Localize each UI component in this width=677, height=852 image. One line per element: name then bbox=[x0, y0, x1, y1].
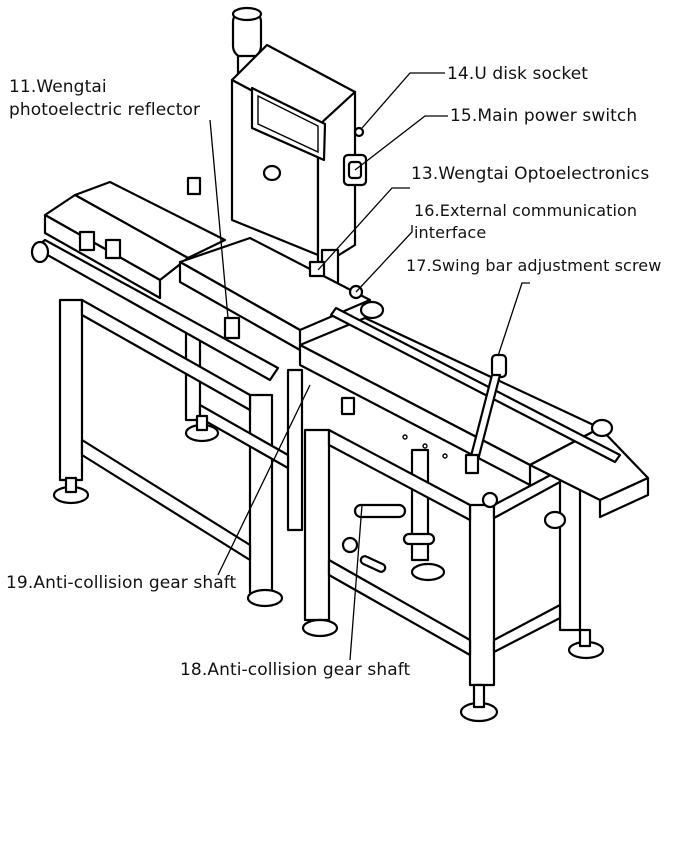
control-cabinet bbox=[230, 6, 368, 312]
label-15: 15.Main power switch bbox=[450, 106, 638, 126]
conveyor-belts bbox=[30, 180, 650, 530]
label-18: 18.Anti-collision gear shaft bbox=[180, 660, 411, 680]
label-11-line2: photoelectric reflector bbox=[9, 100, 201, 120]
label-14: 14.U disk socket bbox=[447, 64, 589, 84]
label-16-line2: interface bbox=[414, 223, 487, 242]
machine-parts bbox=[78, 176, 508, 573]
label-19: 19.Anti-collision gear shaft bbox=[6, 573, 237, 593]
label-16-line1: 16.External communication bbox=[414, 201, 638, 220]
machine-frame bbox=[52, 298, 605, 723]
label-17: 17.Swing bar adjustment screw bbox=[406, 256, 662, 275]
label-11-line1: 11.Wengtai bbox=[9, 77, 107, 97]
label-13: 13.Wengtai Optoelectronics bbox=[411, 164, 650, 184]
leader-lines bbox=[209, 72, 530, 661]
